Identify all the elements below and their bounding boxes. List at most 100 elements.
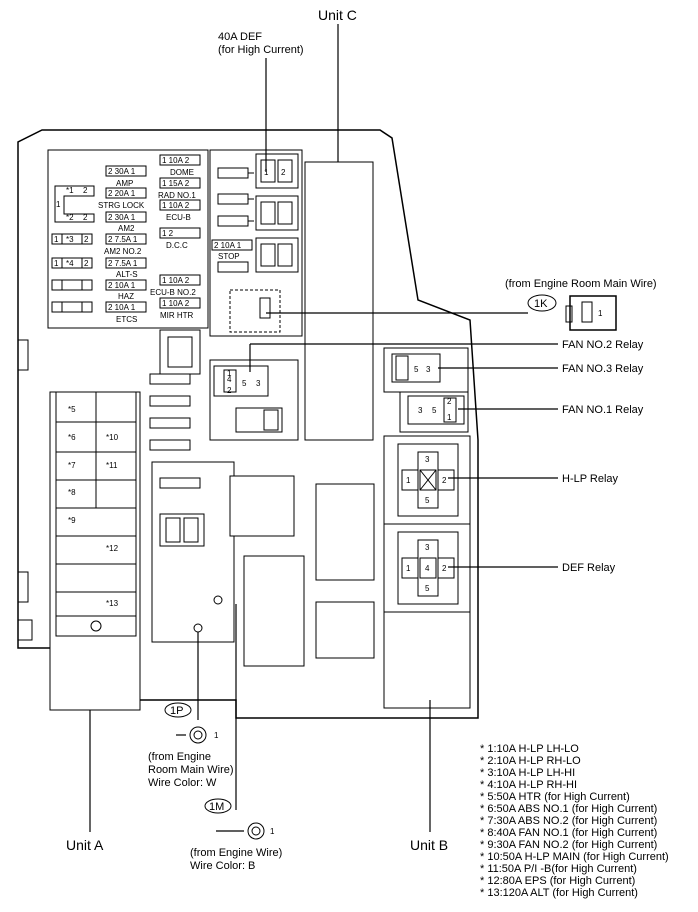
svg-text:1 2: 1 2 — [162, 229, 174, 238]
legend-item: * 10:50A H-LP MAIN (for High Current) — [480, 851, 669, 863]
fuse-amp: 2 30A 1 AMP — [105, 165, 147, 188]
wire-1m-line1: (from Engine Wire) — [190, 847, 282, 859]
fuse-ecu-b: 1 10A 2 ECU-B — [159, 199, 201, 222]
svg-text:4: 4 — [227, 375, 232, 384]
svg-text:3: 3 — [256, 379, 261, 388]
svg-text:1: 1 — [406, 476, 411, 485]
h-lp-relay-label: H-LP Relay — [562, 473, 619, 485]
fuse-strg-lock: 2 20A 1 STRG LOCK — [98, 187, 147, 210]
legend-item: * 9:30A FAN NO.2 (for High Current) — [480, 839, 658, 851]
svg-text:1: 1 — [406, 564, 411, 573]
legend-item: * 3:10A H-LP LH-HI — [480, 767, 576, 779]
def-relay-label: DEF Relay — [562, 562, 616, 574]
svg-text:*11: *11 — [106, 461, 118, 470]
svg-text:1: 1 — [214, 731, 219, 740]
svg-text:5: 5 — [425, 496, 430, 505]
svg-text:2 7.5A 1: 2 7.5A 1 — [108, 235, 138, 244]
legend-item: * 8:40A FAN NO.1 (for High Current) — [480, 827, 658, 839]
svg-text:2: 2 — [83, 186, 88, 195]
svg-text:2 10A 1: 2 10A 1 — [108, 303, 136, 312]
svg-text:D.C.C: D.C.C — [166, 241, 188, 250]
svg-text:2 7.5A 1: 2 7.5A 1 — [108, 259, 138, 268]
svg-text:*3: *3 — [66, 235, 74, 244]
svg-text:*9: *9 — [68, 516, 76, 525]
connector-1k: 1K — [527, 294, 557, 312]
svg-text:2: 2 — [442, 564, 447, 573]
svg-text:3: 3 — [426, 365, 431, 374]
svg-text:*5: *5 — [68, 405, 76, 414]
svg-text:STRG LOCK: STRG LOCK — [98, 201, 145, 210]
svg-text:*6: *6 — [68, 433, 76, 442]
svg-text:AM2 NO.2: AM2 NO.2 — [104, 247, 142, 256]
wire-1p-line2: Room Main Wire) — [148, 764, 234, 776]
svg-text:2 10A 1: 2 10A 1 — [214, 241, 242, 250]
svg-text:1 10A 2: 1 10A 2 — [162, 299, 190, 308]
def-40a-sublabel: (for High Current) — [218, 44, 304, 56]
svg-text:AMP: AMP — [116, 179, 133, 188]
connector-1k-plug: 1 — [565, 295, 617, 331]
svg-text:*7: *7 — [68, 461, 76, 470]
svg-text:HAZ: HAZ — [118, 292, 134, 301]
fuse-mir-htr: 1 10A 2 MIR HTR — [159, 297, 201, 320]
fan-no3-relay-label: FAN NO.3 Relay — [562, 363, 644, 375]
unit-b-label: Unit B — [410, 837, 448, 853]
wire-1p-line3: Wire Color: W — [148, 777, 217, 789]
svg-text:5: 5 — [242, 379, 247, 388]
fuse-40a-def: 1 2 — [255, 153, 299, 189]
fan-no1-relay-label: FAN NO.1 Relay — [562, 404, 644, 416]
svg-text:1: 1 — [270, 827, 275, 836]
svg-text:3: 3 — [425, 543, 430, 552]
wire-1p-line1: (from Engine — [148, 751, 211, 763]
svg-text:5: 5 — [414, 365, 419, 374]
legend-item: * 1:10A H-LP LH-LO — [480, 743, 579, 755]
svg-text:2: 2 — [84, 259, 89, 268]
fuse-dome: 1 10A 2 DOME — [159, 154, 201, 177]
fuse-etcs: 2 10A 1 ETCS — [105, 301, 147, 324]
fuse-stop: 2 10A 1 STOP — [211, 239, 253, 261]
legend-item: * 2:10A H-LP RH-LO — [480, 755, 581, 767]
svg-text:ECU-B: ECU-B — [166, 213, 191, 222]
svg-text:RAD NO.1: RAD NO.1 — [158, 191, 196, 200]
svg-text:5: 5 — [425, 584, 430, 593]
svg-text:1M: 1M — [209, 801, 224, 813]
svg-text:5: 5 — [432, 406, 437, 415]
svg-text:2: 2 — [83, 213, 88, 222]
engine-room-main-wire-label: (from Engine Room Main Wire) — [505, 278, 657, 290]
fuse-1-2: *1 2 *2 2 1 — [54, 185, 95, 223]
svg-text:1: 1 — [54, 235, 59, 244]
svg-text:2: 2 — [442, 476, 447, 485]
svg-text:ALT-S: ALT-S — [116, 270, 138, 279]
svg-text:1 15A 2: 1 15A 2 — [162, 179, 190, 188]
svg-text:1: 1 — [227, 369, 232, 378]
svg-text:1: 1 — [56, 200, 61, 209]
unit-a-block — [49, 391, 141, 711]
svg-text:*13: *13 — [106, 599, 119, 608]
svg-text:*10: *10 — [106, 433, 119, 442]
svg-text:MIR HTR: MIR HTR — [160, 311, 194, 320]
fan-no2-relay — [209, 359, 299, 441]
svg-text:STOP: STOP — [218, 252, 240, 261]
fuse-3: 1 *3 2 — [51, 233, 93, 245]
svg-text:*8: *8 — [68, 488, 76, 497]
svg-text:ETCS: ETCS — [116, 315, 137, 324]
legend-item: * 4:10A H-LP RH-HI — [480, 779, 578, 791]
svg-text:1 10A 2: 1 10A 2 — [162, 201, 190, 210]
svg-text:3: 3 — [425, 455, 430, 464]
legend-item: * 6:50A ABS NO.1 (for High Current) — [480, 803, 658, 815]
svg-text:2: 2 — [447, 397, 452, 406]
svg-text:ECU-B NO.2: ECU-B NO.2 — [150, 288, 196, 297]
fuse-ecu-b-no2: 1 10A 2 ECU-B NO.2 — [150, 274, 201, 297]
legend-item: * 5:50A HTR (for High Current) — [480, 791, 630, 803]
svg-text:2: 2 — [281, 168, 286, 177]
svg-text:*2: *2 — [66, 213, 74, 222]
fuse-legend: * 1:10A H-LP LH-LO * 2:10A H-LP RH-LO * … — [480, 743, 669, 899]
svg-text:4: 4 — [425, 564, 430, 573]
legend-item: * 12:80A EPS (for High Current) — [480, 875, 636, 887]
wire-1m-line2: Wire Color: B — [190, 860, 255, 872]
svg-text:*12: *12 — [106, 544, 119, 553]
svg-text:2: 2 — [227, 386, 232, 395]
svg-text:2 30A 1: 2 30A 1 — [108, 213, 136, 222]
legend-item: * 13:120A ALT (for High Current) — [480, 887, 638, 899]
terminal-1m: 1M 1 — [204, 798, 275, 840]
